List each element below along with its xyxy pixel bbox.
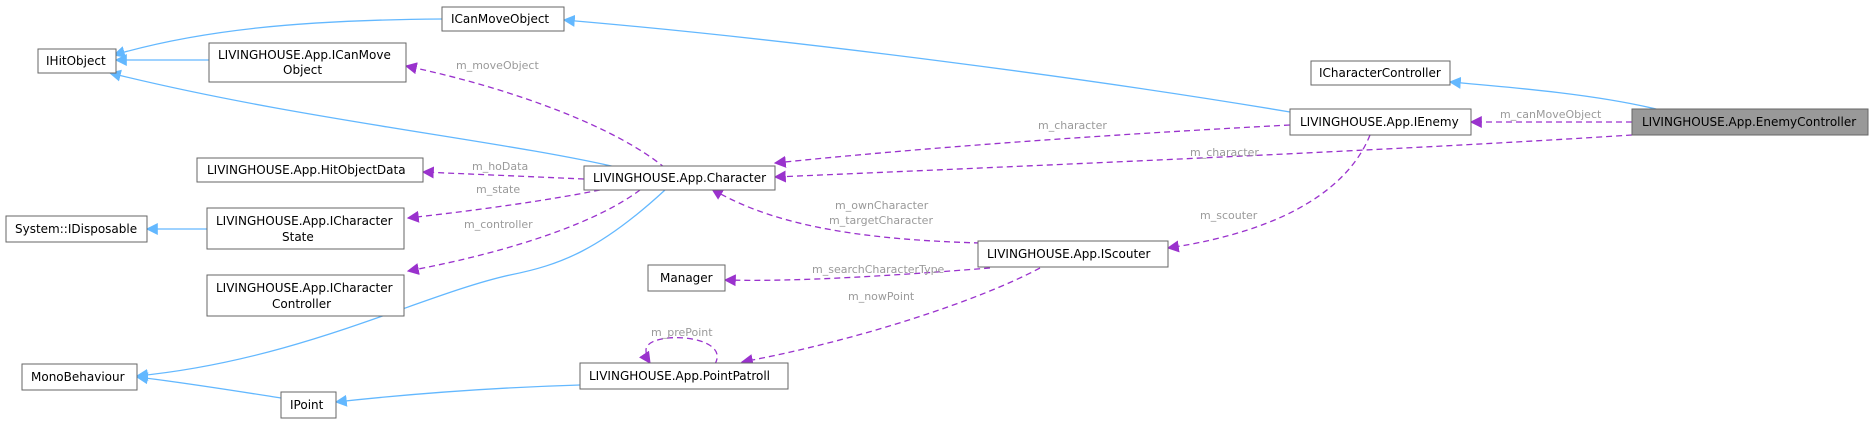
- edge-enemycontroller-uses-character: [773, 134, 1633, 183]
- svg-text:LIVINGHOUSE.App.Character: LIVINGHOUSE.App.Character: [593, 171, 766, 185]
- label-m-searchcharactertype: m_searchCharacterType: [812, 263, 945, 276]
- class-node-manager[interactable]: Manager: [647, 264, 726, 292]
- svg-text:ICanMoveObject: ICanMoveObject: [451, 12, 549, 26]
- class-node-icanmoveobject[interactable]: ICanMoveObject: [441, 6, 565, 32]
- edge-character-to-monobehaviour: [135, 189, 666, 381]
- svg-text:LIVINGHOUSE.App.ICanMove: LIVINGHOUSE.App.ICanMove: [218, 48, 391, 62]
- edge-enemycontroller-to-icharactercontroller: [1448, 76, 1661, 111]
- edge-character-uses-icharactercontroller: [406, 189, 641, 275]
- svg-text:IHitObject: IHitObject: [46, 54, 106, 68]
- class-node-app-iscouter[interactable]: LIVINGHOUSE.App.IScouter: [977, 240, 1169, 268]
- class-node-app-character[interactable]: LIVINGHOUSE.App.Character: [583, 165, 776, 191]
- edge-icanmoveobject-to-ihitobject: [112, 18, 443, 58]
- edge-iscouter-uses-pointpatroll: [740, 267, 1041, 366]
- svg-text:IPoint: IPoint: [290, 398, 324, 412]
- svg-text:LIVINGHOUSE.App.PointPatroll: LIVINGHOUSE.App.PointPatroll: [589, 369, 770, 383]
- svg-text:Object: Object: [283, 63, 322, 77]
- edge-pointpatroll-uses-pointpatroll: [639, 336, 718, 365]
- class-node-system-idisposable[interactable]: System::IDisposable: [5, 215, 148, 243]
- edge-iscouter-uses-manager: [723, 267, 991, 287]
- svg-text:Controller: Controller: [272, 297, 331, 311]
- class-node-app-hitobjectdata[interactable]: LIVINGHOUSE.App.HitObjectData: [196, 157, 424, 183]
- label-m-controller: m_controller: [464, 218, 533, 231]
- edge-pointpatroll-to-ipoint: [334, 384, 581, 407]
- label-m-state: m_state: [476, 183, 520, 196]
- class-node-ipoint[interactable]: IPoint: [280, 391, 337, 419]
- edge-ienemy-uses-character: [773, 124, 1291, 168]
- edge-ienemy-uses-iscouter: [1166, 134, 1371, 253]
- label-m-owncharacter: m_ownCharacter: [835, 199, 929, 212]
- label-m-nowpoint: m_nowPoint: [848, 290, 915, 303]
- class-node-app-icanmoveobject[interactable]: LIVINGHOUSE.App.ICanMove Object: [208, 42, 407, 83]
- svg-text:MonoBehaviour: MonoBehaviour: [31, 370, 125, 384]
- edge-character-to-ihitobject: [108, 69, 621, 169]
- class-node-icharactercontroller[interactable]: ICharacterController: [1310, 60, 1451, 86]
- label-m-hodata: m_hoData: [472, 160, 528, 173]
- class-node-monobehaviour[interactable]: MonoBehaviour: [21, 363, 138, 391]
- edge-labels: m_moveObject m_character m_canMoveObject…: [456, 59, 1602, 339]
- class-node-ihitobject[interactable]: IHitObject: [37, 48, 117, 74]
- svg-text:LIVINGHOUSE.App.EnemyControlle: LIVINGHOUSE.App.EnemyController: [1642, 115, 1856, 129]
- svg-text:LIVINGHOUSE.App.IScouter: LIVINGHOUSE.App.IScouter: [987, 247, 1151, 261]
- svg-text:State: State: [282, 230, 314, 244]
- svg-text:LIVINGHOUSE.App.HitObjectData: LIVINGHOUSE.App.HitObjectData: [207, 163, 406, 177]
- svg-text:LIVINGHOUSE.App.ICharacter: LIVINGHOUSE.App.ICharacter: [216, 281, 393, 295]
- svg-text:Manager: Manager: [660, 271, 713, 285]
- svg-text:LIVINGHOUSE.App.ICharacter: LIVINGHOUSE.App.ICharacter: [216, 214, 393, 228]
- class-node-app-icharactercontroller[interactable]: LIVINGHOUSE.App.ICharacter Controller: [206, 274, 405, 317]
- label-m-scouter: m_scouter: [1200, 209, 1258, 222]
- class-node-app-pointpatroll[interactable]: LIVINGHOUSE.App.PointPatroll: [579, 362, 789, 390]
- edge-ienemy-to-icanmoveobject: [562, 14, 1291, 113]
- edge-ipoint-to-monobehaviour: [135, 372, 282, 399]
- label-m-targetcharacter: m_targetCharacter: [829, 214, 933, 227]
- svg-text:LIVINGHOUSE.App.IEnemy: LIVINGHOUSE.App.IEnemy: [1300, 115, 1459, 129]
- label-m-canmoveobject: m_canMoveObject: [1500, 108, 1602, 121]
- svg-text:ICharacterController: ICharacterController: [1319, 66, 1441, 80]
- inheritance-edges: [108, 14, 1661, 407]
- edge-character-uses-hitobjectdata: [421, 166, 585, 180]
- usage-edges: [404, 62, 1633, 366]
- label-m-prepoint: m_prePoint: [651, 326, 713, 339]
- edge-character-uses-app-icanmoveobject: [404, 62, 666, 169]
- label-m-moveobject: m_moveObject: [456, 59, 539, 72]
- label-m-character-controller: m_character: [1190, 146, 1259, 159]
- label-m-character-enemy: m_character: [1038, 119, 1107, 132]
- class-node-app-enemycontroller[interactable]: LIVINGHOUSE.App.EnemyController: [1631, 108, 1869, 136]
- svg-text:System::IDisposable: System::IDisposable: [15, 222, 137, 236]
- edge-iscouter-uses-character: [710, 188, 981, 244]
- class-node-app-icharacterstate[interactable]: LIVINGHOUSE.App.ICharacter State: [206, 207, 405, 250]
- class-node-app-ienemy[interactable]: LIVINGHOUSE.App.IEnemy: [1289, 108, 1472, 136]
